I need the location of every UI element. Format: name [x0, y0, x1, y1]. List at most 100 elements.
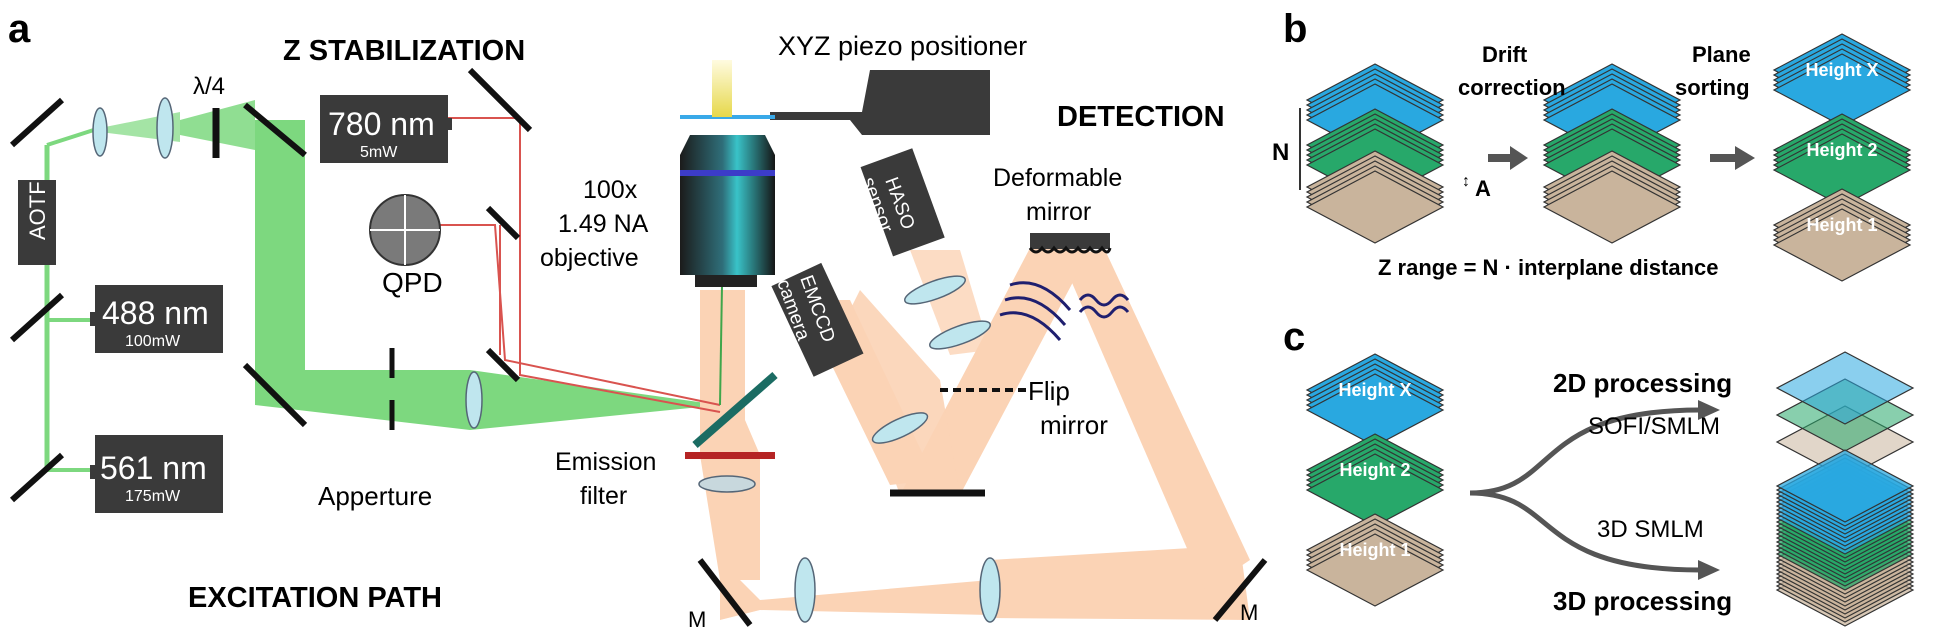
relay-lens-2 — [979, 557, 1001, 623]
plane — [1305, 533, 1445, 607]
mirror-m-right — [1212, 558, 1268, 622]
emission-filter — [685, 452, 775, 459]
emission-filter-line-1: Emission — [555, 448, 656, 476]
panel-c-label: c — [1283, 315, 1305, 359]
plane-label: Height 2 — [1339, 460, 1410, 480]
z-range-label: Z range = N · interplane distance — [1378, 255, 1718, 280]
excitation-into-objective — [719, 284, 723, 406]
plane-label: Height 2 — [1806, 140, 1877, 160]
stack-c-input: Height X Height 2 Height 1 — [1305, 353, 1445, 607]
stack-sorted: Height X Height 2 Height 1 — [1772, 33, 1912, 282]
haso-lens-2 — [929, 320, 991, 350]
result-2d-stack — [1775, 351, 1915, 479]
dichroic-mirror — [692, 371, 778, 449]
arrow-2d-head — [1698, 400, 1720, 420]
laser-561: 561 nm 175mW — [90, 435, 223, 513]
mirror-m-left-label: M — [688, 607, 706, 632]
deformable-mirror-line-1: Deformable — [993, 164, 1122, 192]
emccd-lens — [871, 412, 929, 444]
mirror-top-left — [9, 97, 65, 148]
a-label: A — [1475, 176, 1491, 201]
objective-line-1: 100x — [583, 176, 638, 204]
plane — [1542, 170, 1682, 244]
emccd-camera — [771, 262, 864, 377]
excitation-beam — [44, 100, 720, 472]
plane-sorting-line-1: Plane — [1692, 42, 1751, 67]
mirror-m-left — [697, 558, 753, 627]
sofi-smlm-label: SOFI/SMLM — [1588, 413, 1720, 440]
quarter-wave-label: λ/4 — [193, 73, 225, 100]
mirror-top-right — [243, 102, 307, 158]
haso-lens-1 — [904, 275, 966, 305]
lens-tube-emission — [698, 475, 756, 493]
a-marker: ↕ — [1462, 173, 1470, 190]
laser-561-power: 175mW — [125, 488, 181, 505]
stab-mirror-mid — [485, 205, 521, 241]
objective-line-3: objective — [540, 244, 639, 272]
plane — [1305, 170, 1445, 244]
plane — [1775, 449, 1915, 523]
z-stabilization-heading: Z STABILIZATION — [283, 35, 525, 67]
laser-488-power: 100mW — [125, 333, 181, 350]
deformable-mirror — [1028, 233, 1112, 254]
flip-mirror-line-1: Flip — [1028, 376, 1070, 406]
plane-label: Height X — [1338, 380, 1411, 400]
objective-icon — [680, 135, 775, 287]
drift-correction-line-2: correction — [1458, 75, 1566, 100]
mirror-bottom-left — [9, 452, 65, 503]
plane-label: Height 1 — [1339, 540, 1410, 560]
piezo-label: XYZ piezo positioner — [778, 31, 1027, 61]
drift-correction-line-1: Drift — [1482, 42, 1528, 67]
aperture-label: Apperture — [318, 481, 432, 511]
plane-sorting-line-2: sorting — [1675, 75, 1750, 100]
mirror-mid-left — [9, 292, 65, 343]
haso-sensor — [860, 148, 945, 257]
lens-expander-1 — [92, 107, 108, 157]
emission-filter-line-2: filter — [580, 482, 627, 510]
arrow-3d-head — [1698, 560, 1720, 580]
aotf-box — [18, 180, 56, 265]
result-3d-stack — [1775, 449, 1915, 627]
detection-heading: DETECTION — [1057, 101, 1225, 133]
stack-corrected — [1542, 63, 1682, 244]
laser-780: 780 nm 5mW — [320, 95, 452, 163]
qpd-icon — [369, 194, 441, 266]
processing-3d-label: 3D processing — [1553, 586, 1732, 616]
mirror-m-right-label: M — [1240, 600, 1258, 625]
excitation-path-heading: EXCITATION PATH — [188, 582, 442, 614]
plane-label: Height X — [1805, 60, 1878, 80]
stabilization-beam — [412, 117, 721, 413]
relay-lens-1 — [794, 557, 816, 623]
laser-488: 488 nm 100mW — [90, 285, 223, 353]
lens-expander-2 — [156, 97, 174, 159]
stab-mirror-top — [467, 67, 533, 133]
objective-line-2: 1.49 NA — [558, 210, 649, 238]
sample-light — [712, 60, 732, 117]
aotf-label: AOTF — [25, 181, 50, 240]
lens-tube-excitation — [465, 371, 483, 429]
arrow-drift — [1488, 146, 1528, 170]
laser-488-wavelength: 488 nm — [102, 295, 209, 331]
plane — [1772, 208, 1912, 282]
laser-780-power: 5mW — [360, 144, 398, 161]
plane — [1775, 351, 1915, 425]
stack-unsorted — [1305, 63, 1445, 244]
flip-mirror-line-2: mirror — [1040, 410, 1108, 440]
plane-label: Height 1 — [1806, 215, 1877, 235]
smlm-3d-label: 3D SMLM — [1597, 516, 1704, 543]
mirror-bottom-right — [242, 362, 308, 428]
deformable-mirror-line-2: mirror — [1026, 198, 1091, 226]
stab-mirror-low — [485, 347, 521, 383]
wavefront-icon — [999, 281, 1130, 341]
emission-beam — [700, 248, 1250, 620]
arrow-sort — [1710, 146, 1755, 170]
qpd-label: QPD — [382, 267, 443, 298]
panel-a-label: a — [8, 7, 31, 51]
processing-2d-label: 2D processing — [1553, 368, 1732, 398]
laser-561-wavelength: 561 nm — [100, 450, 207, 486]
laser-780-wavelength: 780 nm — [328, 106, 435, 142]
branch-arrows — [1469, 407, 1701, 573]
panel-b-label: b — [1283, 7, 1307, 51]
n-label: N — [1272, 139, 1289, 166]
